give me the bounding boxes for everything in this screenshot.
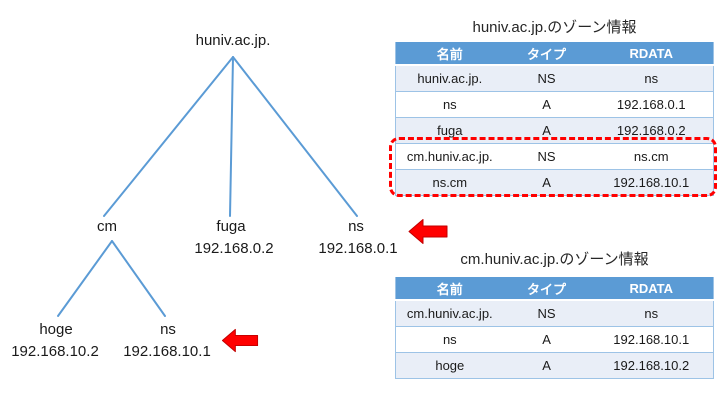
tree-node-ns: ns: [348, 218, 364, 235]
cell-rdata: ns: [644, 306, 659, 321]
cell-name: hoge: [435, 358, 465, 373]
table-row: ns A 192.168.10.1: [395, 326, 714, 353]
cell-type: A: [542, 175, 551, 190]
column-header-type: タイプ: [503, 277, 590, 301]
zone-table-huniv: 名前 タイプ RDATA huniv.ac.jp. NS ns ns A 192…: [395, 42, 714, 196]
zone-table-title-huniv: huniv.ac.jp.のゾーン情報: [472, 19, 637, 36]
tree-node-ns-cm: ns: [160, 321, 176, 338]
cell-name: ns: [442, 97, 457, 112]
table-row-delegation: cm.huniv.ac.jp. NS ns.cm: [395, 143, 714, 170]
tree-node-cm: cm: [97, 218, 117, 235]
cell-name: cm.huniv.ac.jp.: [406, 306, 493, 321]
table-row: cm.huniv.ac.jp. NS ns: [395, 300, 714, 327]
column-header-name: 名前: [395, 42, 504, 66]
cell-rdata: ns: [644, 71, 659, 86]
tree-node-fuga-ip: 192.168.0.2: [194, 240, 274, 257]
tree-node-root: huniv.ac.jp.: [195, 32, 271, 49]
table-row: fuga A 192.168.0.2: [395, 117, 714, 144]
tree-node-hoge-ip: 192.168.10.2: [11, 343, 99, 360]
cell-type: A: [542, 358, 551, 373]
cell-type: A: [542, 97, 551, 112]
cell-type: A: [542, 332, 551, 347]
cell-name: huniv.ac.jp.: [417, 71, 483, 86]
cell-name: cm.huniv.ac.jp.: [406, 149, 493, 164]
table-row: ns A 192.168.0.1: [395, 91, 714, 118]
cell-name: ns.cm: [432, 175, 468, 190]
zone-table-title-cm: cm.huniv.ac.jp.のゾーン情報: [460, 251, 649, 268]
cell-name: ns: [442, 332, 457, 347]
cell-rdata: 192.168.10.1: [613, 332, 690, 347]
table-header-row: 名前 タイプ RDATA: [395, 277, 714, 301]
cell-rdata: ns.cm: [633, 149, 669, 164]
tree-node-fuga: fuga: [216, 218, 246, 235]
zone-table-cm: 名前 タイプ RDATA cm.huniv.ac.jp. NS ns ns A …: [395, 277, 714, 379]
tree-node-hoge: hoge: [39, 321, 73, 338]
cell-type: NS: [537, 149, 556, 164]
tree-node-ns-cm-ip: 192.168.10.1: [123, 343, 211, 360]
cell-type: A: [542, 123, 551, 138]
table-header-row: 名前 タイプ RDATA: [395, 42, 714, 66]
cell-rdata: 192.168.0.2: [616, 123, 686, 138]
column-header-rdata: RDATA: [589, 42, 714, 66]
tree-node-ns-ip: 192.168.0.1: [318, 240, 398, 257]
cell-rdata: 192.168.10.2: [613, 358, 690, 373]
cell-name: fuga: [437, 123, 463, 138]
table-row-glue: ns.cm A 192.168.10.1: [395, 169, 714, 196]
column-header-rdata: RDATA: [589, 277, 714, 301]
cell-type: NS: [537, 71, 556, 86]
cell-rdata: 192.168.10.1: [613, 175, 690, 190]
table-row: huniv.ac.jp. NS ns: [395, 65, 714, 92]
cell-rdata: 192.168.0.1: [616, 97, 686, 112]
column-header-name: 名前: [395, 277, 504, 301]
red-arrow-left-icon: [408, 219, 448, 244]
column-header-type: タイプ: [503, 42, 590, 66]
cell-type: NS: [537, 306, 556, 321]
red-arrow-left-icon: [221, 328, 259, 353]
table-row: hoge A 192.168.10.2: [395, 352, 714, 379]
